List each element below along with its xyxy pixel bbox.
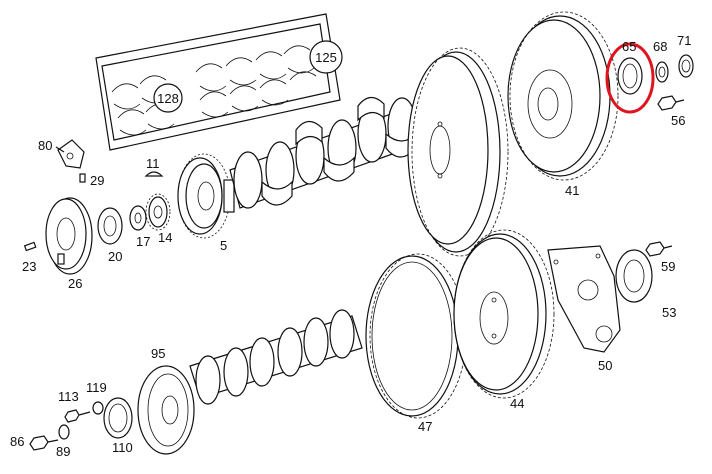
plate-53[interactable] (615, 249, 653, 303)
label-47: 47 (418, 419, 432, 434)
bolt-56[interactable] (657, 95, 685, 111)
disc-110[interactable] (103, 397, 133, 439)
highlight-circle (605, 42, 655, 114)
label-5: 5 (220, 238, 227, 253)
pin-29[interactable] (79, 173, 86, 183)
label-119: 119 (86, 380, 107, 395)
crankshaft-lower[interactable] (189, 309, 363, 405)
flywheel-41[interactable] (507, 11, 619, 181)
label-14: 14 (158, 230, 172, 245)
seal-20[interactable] (97, 207, 123, 245)
bolt-86[interactable] (29, 435, 59, 451)
label-50: 50 (598, 358, 612, 373)
label-17: 17 (136, 234, 150, 249)
drive-plate-50[interactable] (547, 245, 621, 353)
washer-89[interactable] (58, 424, 70, 440)
label-89: 89 (56, 444, 70, 459)
washer-17[interactable] (129, 205, 147, 231)
label-95: 95 (151, 346, 165, 361)
label-56: 56 (671, 113, 685, 128)
label-44: 44 (510, 396, 524, 411)
label-125: 125 (315, 50, 337, 65)
bracket-80[interactable] (55, 139, 85, 169)
label-86: 86 (10, 434, 24, 449)
washer-119[interactable] (92, 401, 104, 415)
key-11[interactable] (144, 171, 164, 177)
bolt-59[interactable] (645, 241, 673, 257)
ring-65[interactable] (605, 42, 655, 114)
bolt-113[interactable] (64, 409, 91, 423)
label-11: 11 (146, 156, 160, 171)
crankshaft[interactable] (229, 96, 433, 209)
label-29: 29 (90, 173, 104, 188)
flywheel-44[interactable] (453, 229, 555, 399)
label-23: 23 (22, 259, 36, 274)
bush-68[interactable] (655, 61, 669, 83)
hub-26[interactable] (45, 197, 93, 275)
bearing-71[interactable] (678, 54, 694, 78)
label-68: 68 (653, 39, 667, 54)
label-20: 20 (108, 249, 122, 264)
pin-23[interactable] (23, 241, 37, 252)
label-26: 26 (68, 276, 82, 291)
bearing-shell-set[interactable] (95, 13, 343, 151)
sprocket-wheel-5[interactable] (177, 153, 235, 239)
label-110: 110 (112, 440, 133, 455)
ring-gear-47[interactable] (365, 253, 467, 419)
label-59: 59 (661, 259, 675, 274)
label-41: 41 (565, 183, 579, 198)
label-71: 71 (677, 33, 691, 48)
pulley-95[interactable] (137, 365, 195, 455)
label-128: 128 (157, 91, 179, 106)
label-80: 80 (38, 138, 52, 153)
label-113: 113 (58, 389, 79, 404)
sprocket-14[interactable] (145, 193, 171, 231)
label-65: 65 (622, 39, 636, 54)
flywheel-front[interactable] (407, 47, 509, 257)
label-53: 53 (662, 305, 676, 320)
